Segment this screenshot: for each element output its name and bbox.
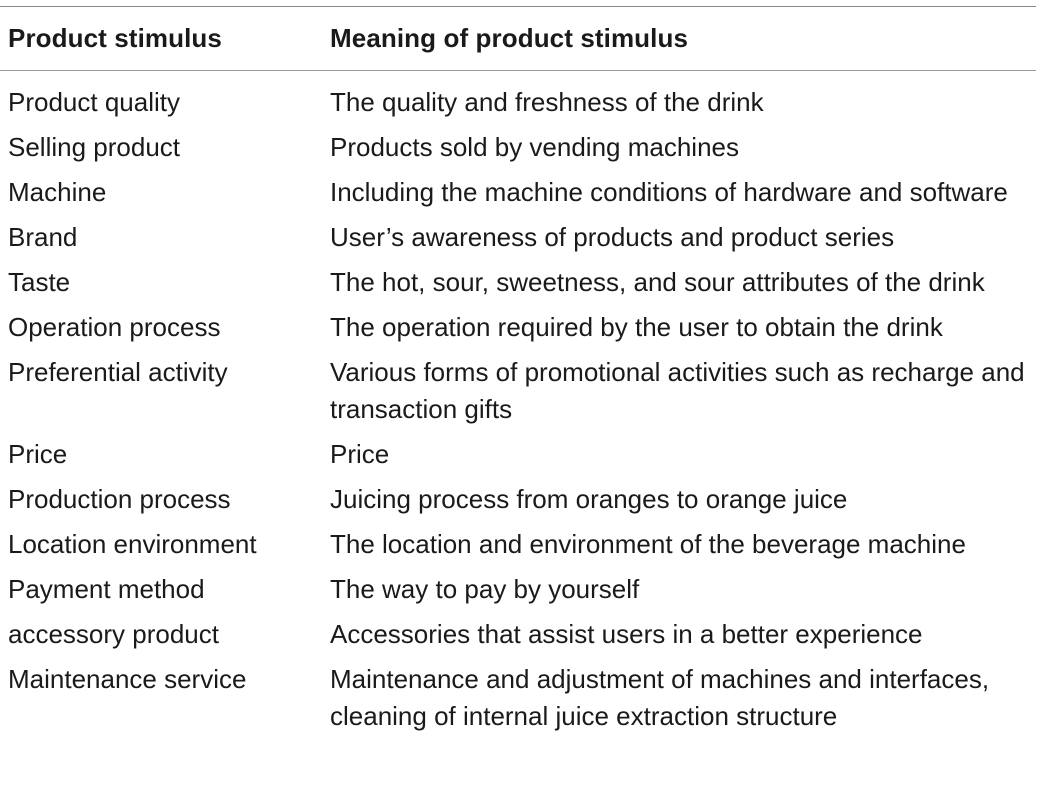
cell-stimulus: Payment method xyxy=(8,574,205,604)
cell-meaning: Products sold by vending machines xyxy=(330,132,740,162)
table-row: Price Price xyxy=(0,436,1036,473)
table-header-row: Product stimulus Meaning of product stim… xyxy=(0,7,1036,70)
cell-stimulus: Preferential activity xyxy=(8,357,228,387)
table-row: Brand User’s awareness of products and pr… xyxy=(0,219,1036,256)
cell-meaning: The operation required by the user to ob… xyxy=(330,312,943,342)
header-meaning: Meaning of product stimulus xyxy=(330,23,689,53)
cell-meaning: Accessories that assist users in a bette… xyxy=(330,619,923,649)
cell-stimulus: Brand xyxy=(8,222,78,252)
cell-meaning: User’s awareness of products and product… xyxy=(330,222,895,252)
cell-stimulus: Taste xyxy=(8,267,71,297)
cell-meaning: Price xyxy=(330,439,390,469)
table-top-rule xyxy=(0,6,1036,7)
cell-meaning: The quality and freshness of the drink xyxy=(330,87,764,117)
cell-stimulus: accessory product xyxy=(8,619,219,649)
cell-stimulus: Maintenance service xyxy=(8,664,247,694)
cell-stimulus: Production process xyxy=(8,484,231,514)
cell-meaning: Juicing process from oranges to orange j… xyxy=(330,484,848,514)
table-row: Product quality The quality and freshness… xyxy=(0,84,1036,121)
table-row: Payment method The way to pay by yourself xyxy=(0,571,1036,608)
header-product-stimulus: Product stimulus xyxy=(8,23,222,53)
cell-stimulus: Operation process xyxy=(8,312,221,342)
cell-meaning: The way to pay by yourself xyxy=(330,574,640,604)
table-row: Production process Juicing process from o… xyxy=(0,481,1036,518)
table-body: Product quality The quality and freshness… xyxy=(0,71,1036,735)
cell-meaning: The hot, sour, sweetness, and sour attri… xyxy=(330,267,985,297)
table-row: Preferential activity Various forms of pr… xyxy=(0,354,1036,428)
cell-meaning: The location and environment of the beve… xyxy=(330,529,966,559)
table-row: Location environment The location and env… xyxy=(0,526,1036,563)
cell-stimulus: Machine xyxy=(8,177,107,207)
table-row: accessory product Accessories that assist… xyxy=(0,616,1036,653)
table-row: Selling product Products sold by vending … xyxy=(0,129,1036,166)
cell-meaning: Including the machine conditions of hard… xyxy=(330,177,1008,207)
cell-stimulus: Location environment xyxy=(8,529,257,559)
table-row: Operation process The operation required … xyxy=(0,309,1036,346)
cell-stimulus: Selling product xyxy=(8,132,180,162)
cell-meaning: Maintenance and adjustment of machines a… xyxy=(330,664,990,731)
cell-stimulus: Product quality xyxy=(8,87,180,117)
product-stimulus-table: Product stimulus Meaning of product stim… xyxy=(0,6,1036,743)
table-row: Machine Including the machine conditions … xyxy=(0,174,1036,211)
cell-meaning: Various forms of promotional activities … xyxy=(330,357,1025,424)
cell-stimulus: Price xyxy=(8,439,68,469)
table-header-rule xyxy=(0,70,1036,71)
table-row: Taste The hot, sour, sweetness, and sour … xyxy=(0,264,1036,301)
table-row: Maintenance service Maintenance and adjus… xyxy=(0,661,1036,735)
